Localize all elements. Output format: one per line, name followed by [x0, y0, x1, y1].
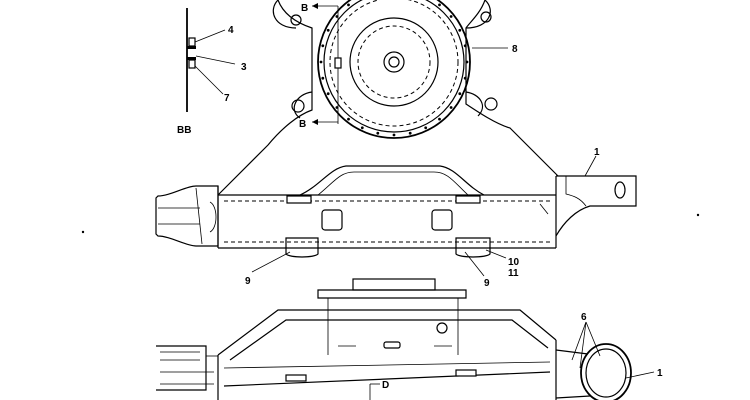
- callout-8: 8: [512, 44, 518, 55]
- bolt-hole: [360, 126, 364, 130]
- bolt-hole: [392, 133, 396, 137]
- bolt-hole: [424, 126, 428, 130]
- bolt-hole: [438, 117, 441, 121]
- bolt-hole: [449, 15, 453, 18]
- callout-7: 7: [224, 93, 230, 104]
- bolt-hole: [347, 3, 350, 7]
- slew-ring-mount: B B 8: [217, 0, 559, 196]
- callout-3: 3: [241, 62, 247, 73]
- callout-9-left: 9: [245, 276, 251, 287]
- section-view-bb: 4 3 7 BB: [177, 8, 247, 136]
- bolt-hole: [347, 117, 350, 121]
- callout-9-right: 9: [484, 278, 490, 289]
- frame-side-view: 1 9 9 10 11: [81, 147, 700, 289]
- bolt-hole: [335, 106, 339, 109]
- bolt-hole: [458, 92, 462, 96]
- bolt-hole: [438, 3, 441, 7]
- callout-10: 10: [508, 257, 520, 268]
- bolt-hole: [449, 106, 453, 109]
- frame-plan-view: 6 1 D: [156, 278, 663, 400]
- callout-1-top: 1: [594, 147, 600, 158]
- bolt-hole: [319, 60, 323, 64]
- callout-4: 4: [228, 25, 234, 36]
- bolt-hole: [326, 28, 330, 32]
- bolt-hole: [463, 76, 467, 80]
- bolt-hole: [458, 28, 462, 32]
- bolt-hole: [335, 15, 339, 18]
- callout-1-bottom: 1: [657, 368, 663, 379]
- bolt-circle: [319, 3, 469, 137]
- section-marker-bottom: B: [299, 119, 306, 130]
- bolt-hole: [321, 44, 325, 48]
- detail-marker-d: D: [382, 380, 389, 391]
- bolt-hole: [376, 131, 380, 135]
- bolt-hole: [326, 92, 330, 96]
- bolt-hole: [408, 131, 412, 135]
- section-marker-top: B: [301, 3, 308, 14]
- callout-6: 6: [581, 312, 587, 323]
- bolt-hole: [465, 60, 469, 64]
- bolt-hole: [463, 44, 467, 48]
- section-view-label: BB: [177, 125, 191, 136]
- callout-11: 11: [508, 268, 519, 279]
- bolt-hole: [321, 76, 325, 80]
